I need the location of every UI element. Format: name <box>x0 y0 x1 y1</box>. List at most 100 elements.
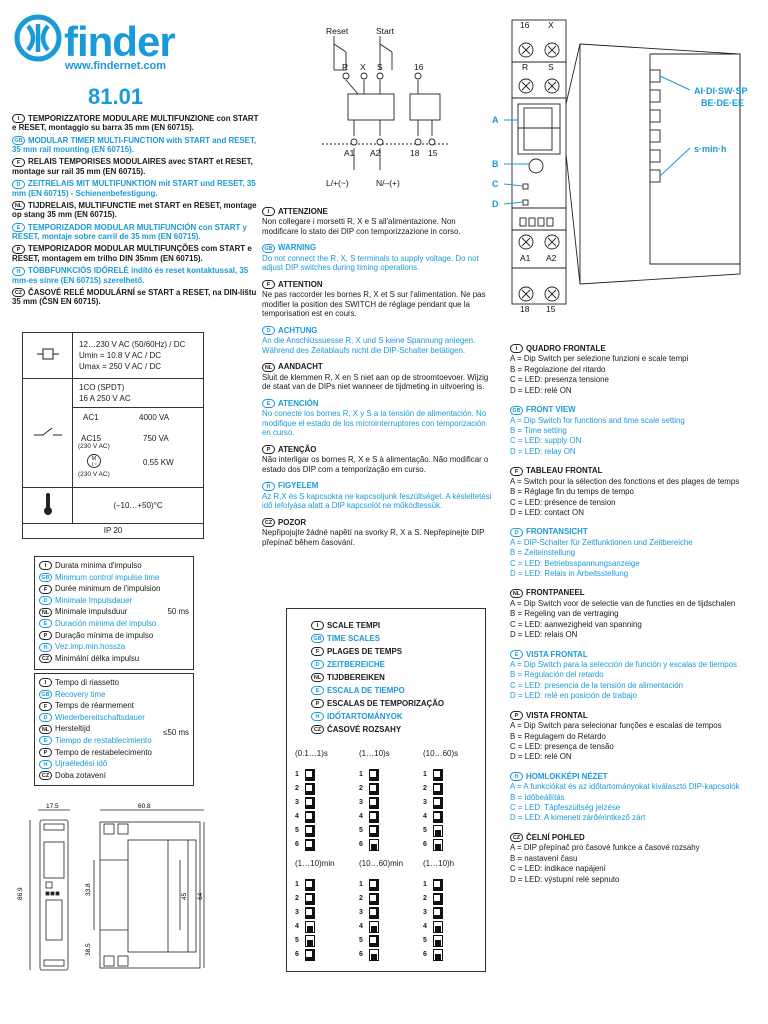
dip-switch-knob <box>370 895 376 901</box>
front-panel-line: B = Réglage fin du temps de tempo <box>510 487 634 497</box>
warning-title-text: FIGYELEM <box>278 481 319 491</box>
dim-h4: 64 <box>197 892 204 900</box>
dip-switch-knob <box>306 881 312 887</box>
language-badge: GB <box>12 136 25 146</box>
front-panel-title-text: VISTA FRONTAL <box>526 710 588 720</box>
front-panel-line: B = Regeling van de vertraging <box>510 609 619 619</box>
front-panel-line: B = Regulagem do Retardo <box>510 731 606 741</box>
dip-switch-number: 3 <box>295 799 299 806</box>
dip-switch-number: 5 <box>423 937 427 944</box>
callout-functions: AI·DI·SW·SP <box>694 86 748 96</box>
wire-n: N/–(+) <box>376 178 400 188</box>
row-text: Duración minima del impulso <box>55 618 157 628</box>
language-badge: F <box>39 584 52 594</box>
language-badge: E <box>12 223 25 233</box>
front-panel-line: C = LED: presencia de la tensión de alim… <box>510 680 684 690</box>
dip-switch-knob <box>370 771 376 777</box>
terminal-a2: A2 <box>546 253 557 263</box>
front-panel-title-text: FRONTPANEEL <box>526 588 585 598</box>
dim-h2: 33.8 <box>85 883 92 896</box>
dip-switch <box>305 921 315 933</box>
dip-switch-knob <box>306 841 312 847</box>
dim-h1: 86.9 <box>17 887 24 900</box>
front-panel-line: D = LED: relais ON <box>510 630 578 640</box>
recovery-value: ≤50 ms <box>163 728 189 737</box>
dip-switch-knob <box>435 954 441 960</box>
dip-switch-number: 4 <box>423 813 427 820</box>
language-badge: CZ <box>39 771 52 781</box>
row-text: Doba zotavení <box>55 770 106 780</box>
dip-switch <box>305 935 315 947</box>
warning-text: Não interligar os bornes R, X e S à alim… <box>262 455 489 474</box>
brand-url: www.findernet.com <box>65 60 167 72</box>
dip-switch-knob <box>371 954 377 960</box>
dip-switch-knob <box>370 785 376 791</box>
front-panel-title-text: QUADRO FRONTALE <box>526 344 606 353</box>
warning-title-text: AANDACHT <box>278 362 323 372</box>
dip-switch <box>433 769 443 781</box>
language-badge: NL <box>39 724 52 734</box>
front-panel-line: A = DIP přepínač pro časové funkce a čas… <box>510 843 700 853</box>
language-badge: H <box>39 759 52 769</box>
wiring-diagram: Reset Start R X S 16 A1 A2 18 15 L/+(~) … <box>322 26 448 188</box>
label-d: D <box>492 199 499 209</box>
language-badge: D <box>311 660 324 670</box>
brand-logo: finder www.findernet.com <box>14 14 194 74</box>
language-badge: H <box>311 712 324 722</box>
wire-x: X <box>360 62 366 72</box>
dip-switch-knob <box>307 926 313 932</box>
dip-switch <box>305 825 315 837</box>
dip-switch-number: 5 <box>423 827 427 834</box>
warning-title-text: ACHTUNG <box>278 325 318 335</box>
row-text: Durata minima d'impulso <box>55 561 142 570</box>
warning-text: Az R,X és S kapcsokra ne kapcsoljunk fes… <box>262 491 492 511</box>
row-text: Temps de réarmement <box>55 701 134 711</box>
wire-l: L/+(~) <box>326 178 349 188</box>
front-panel-line: B = Time setting <box>510 426 567 435</box>
dip-switch-number: 3 <box>423 799 427 806</box>
dip-switch <box>433 825 443 837</box>
dip-switch-number: 3 <box>423 909 427 916</box>
terminal-a1: A1 <box>520 253 531 263</box>
dim-h5: 38.5 <box>85 943 92 956</box>
wire-reset-label: Reset <box>326 26 349 36</box>
dip-switch <box>433 879 443 891</box>
front-panel-line: D = LED: contact ON <box>510 507 584 517</box>
front-panel-title-text: FRONT VIEW <box>526 405 576 415</box>
front-panel-line: B = Regulación del retardo <box>510 670 604 680</box>
time-range-label: (1…10)h <box>423 859 455 868</box>
dip-switch-knob <box>434 881 440 887</box>
language-badge: NL <box>311 673 324 683</box>
time-range-label: (10…60)min <box>359 859 404 868</box>
scale-header-text: TIME SCALES <box>327 634 381 643</box>
dip-switch-knob <box>435 926 441 932</box>
svg-text:M: M <box>92 456 96 462</box>
contact-icon-cell <box>22 378 73 488</box>
time-range-label: (10…60)s <box>423 749 459 758</box>
front-panel-line: D = LED: relé ON <box>510 752 572 762</box>
dip-switch <box>433 935 443 947</box>
dip-switch-knob <box>434 799 440 805</box>
warning-title-text: ATTENZIONE <box>278 207 328 216</box>
product-title-text: RELAIS TEMPORISES MODULAIRES avec START … <box>12 157 253 176</box>
dip-switch <box>433 797 443 809</box>
dip-switch <box>305 879 315 891</box>
dip-switch <box>369 893 379 905</box>
